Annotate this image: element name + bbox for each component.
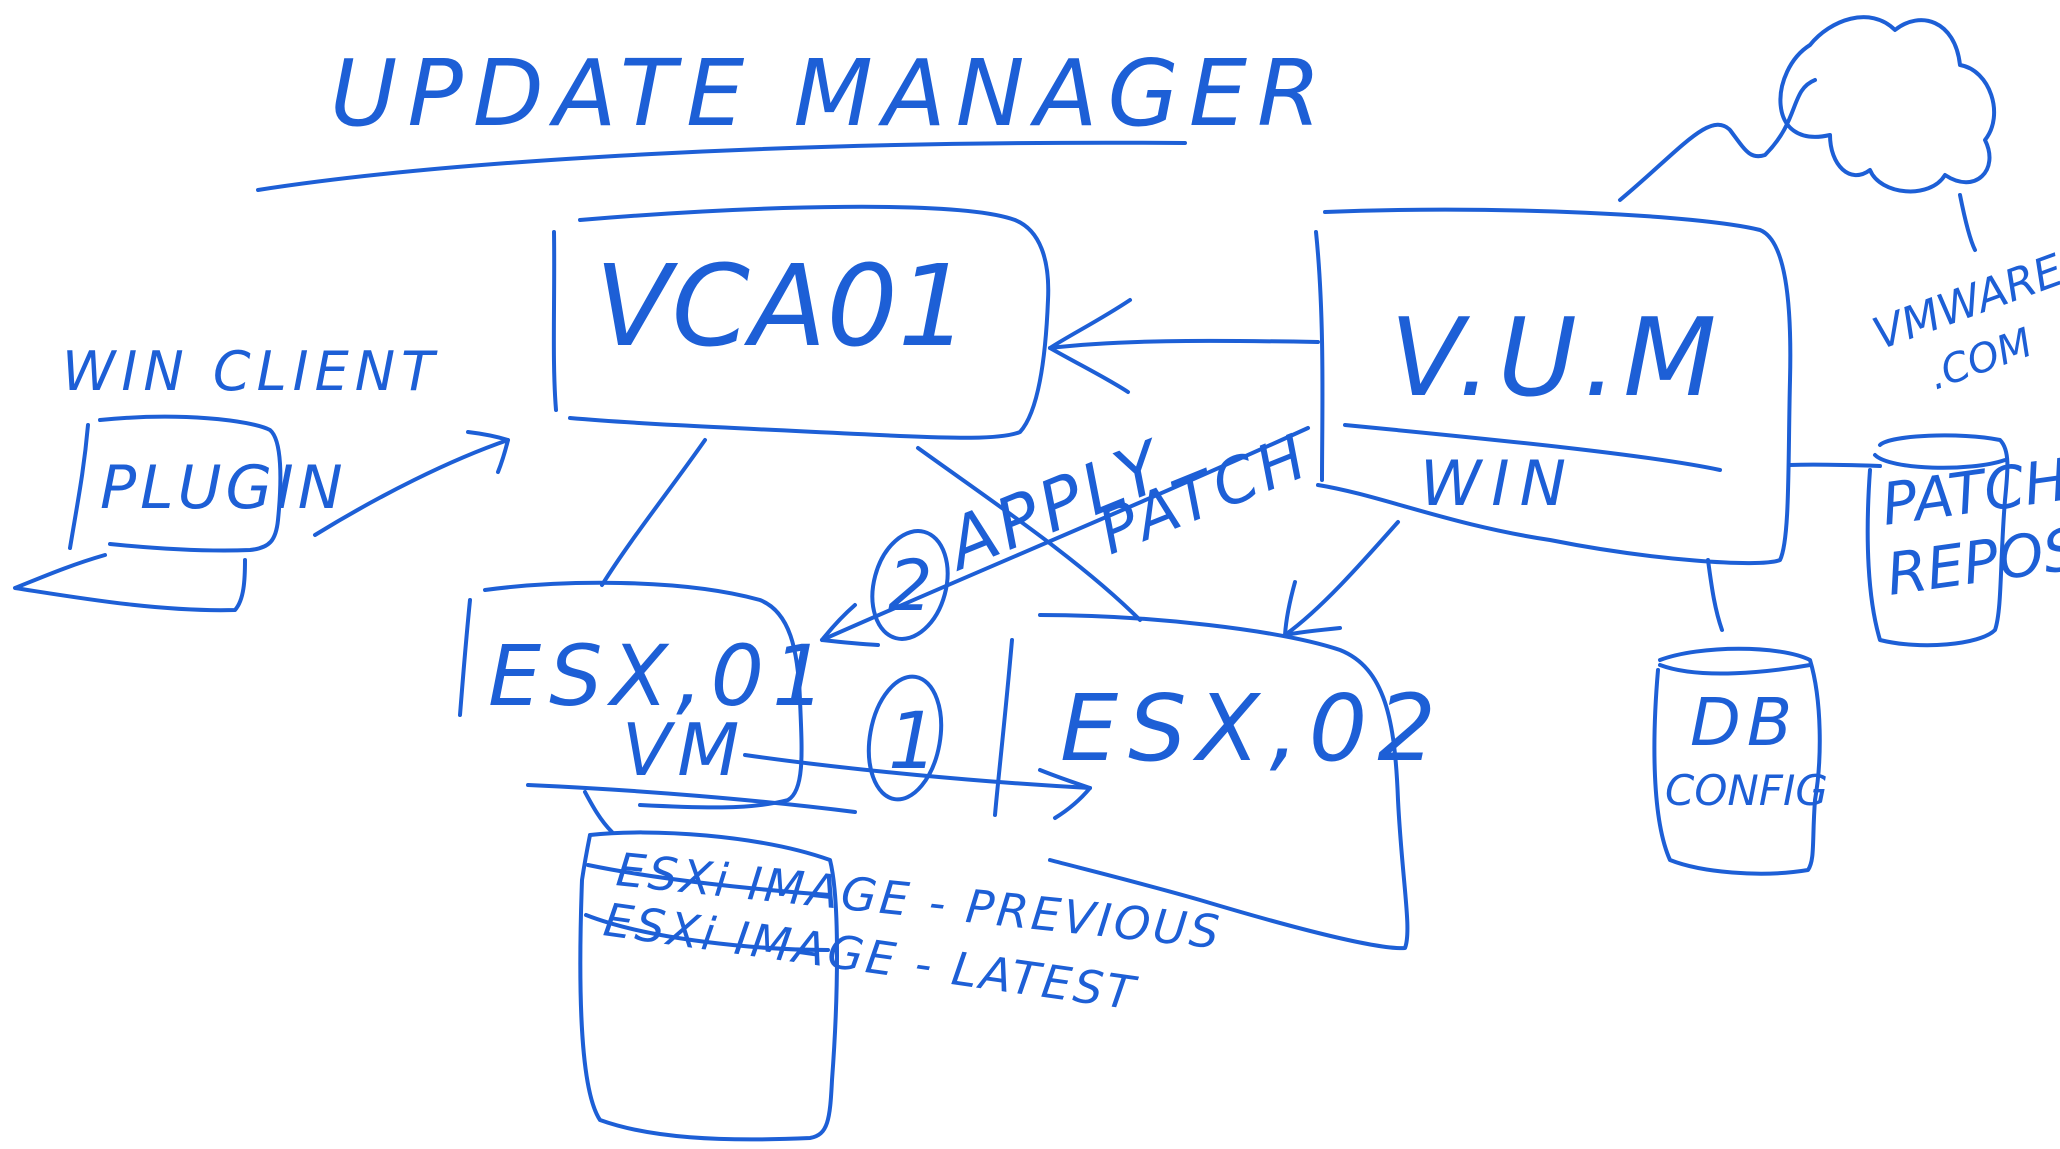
esx02-node: ESX,02 — [993, 613, 1446, 951]
client-to-vcenter-arrow — [313, 438, 510, 537]
image-store-band-1 — [586, 863, 832, 897]
vum-divider — [1343, 423, 1722, 472]
cloud-connector — [1618, 78, 1817, 202]
title-group: UPDATE MANAGER — [256, 40, 1331, 192]
vum-os-label: WIN — [1420, 447, 1576, 520]
arrowhead-icon — [1283, 580, 1342, 637]
esx01-box — [458, 580, 804, 810]
esx02-label: ESX,02 — [1060, 675, 1446, 782]
arrowhead-icon — [466, 430, 510, 474]
vcenter-to-esx02-line — [916, 446, 1142, 622]
laptop-icon — [13, 414, 283, 613]
vum-to-vcenter-arrow — [1048, 338, 1320, 350]
db-node: DB CONFIG — [1652, 558, 1828, 876]
connectors — [313, 298, 1400, 834]
cylinder-icon — [1652, 646, 1822, 876]
cylinder-icon — [1865, 433, 2010, 648]
esx01-node: ESX,01 VM — [458, 580, 834, 810]
win-client-node: WIN CLIENT PLUGIN — [13, 340, 440, 613]
arrowhead-icon — [1048, 298, 1132, 394]
vum-box — [1314, 207, 1793, 566]
esx01-label: ESX,01 — [488, 627, 834, 725]
esx01-vm-label: VM — [622, 708, 745, 792]
vum-label: V.U.M — [1390, 296, 1722, 421]
apply-patch-arrow — [820, 426, 1310, 642]
db-config-label: CONFIG — [1665, 766, 1828, 815]
step-1-marker: 1 — [866, 674, 944, 802]
laptop-screen — [68, 414, 283, 553]
esx02-box — [993, 613, 1410, 951]
image-store-cylinder — [578, 830, 839, 1142]
vum-to-db-line — [1706, 558, 1724, 632]
patch-repo-node: PATCH REPOSIT — [1788, 433, 2060, 648]
image-store-band-2 — [584, 913, 830, 952]
plugin-label: PLUGIN — [100, 453, 347, 523]
vcenter-node: VCA01 — [551, 204, 1051, 440]
step-1-circle — [866, 674, 944, 802]
db-label: DB — [1690, 684, 1798, 761]
arrowhead-icon — [1038, 768, 1092, 820]
cylinder-icon — [578, 830, 839, 1142]
vum-node: V.U.M WIN — [1314, 207, 1793, 566]
win-client-label: WIN CLIENT — [62, 340, 440, 403]
esx01-to-image-store-line — [583, 790, 614, 834]
db-cylinder — [1652, 646, 1822, 876]
vcenter-box — [551, 204, 1051, 440]
vcenter-to-esx01-line — [600, 438, 707, 587]
cloud-drop-line — [1958, 193, 1977, 252]
esx01-base-line — [526, 783, 857, 814]
step-2-marker: 2 APPLY PATCH — [870, 419, 1320, 641]
step-1-number: 1 — [888, 697, 938, 787]
patch-repo-cylinder — [1865, 433, 2010, 648]
laptop-base — [13, 553, 247, 613]
step-2-circle — [870, 529, 950, 641]
diagram-title: UPDATE MANAGER — [330, 40, 1331, 147]
title-underline — [256, 140, 1187, 192]
cloud-icon — [1778, 15, 1996, 194]
vcenter-label: VCA01 — [595, 242, 969, 372]
step-2-number: 2 — [888, 545, 933, 627]
arrowhead-icon — [820, 603, 880, 647]
vum-to-repo-line — [1788, 462, 1882, 468]
vmotion-arrow — [743, 753, 1092, 790]
vum-to-esx02-arrow — [1283, 520, 1400, 637]
